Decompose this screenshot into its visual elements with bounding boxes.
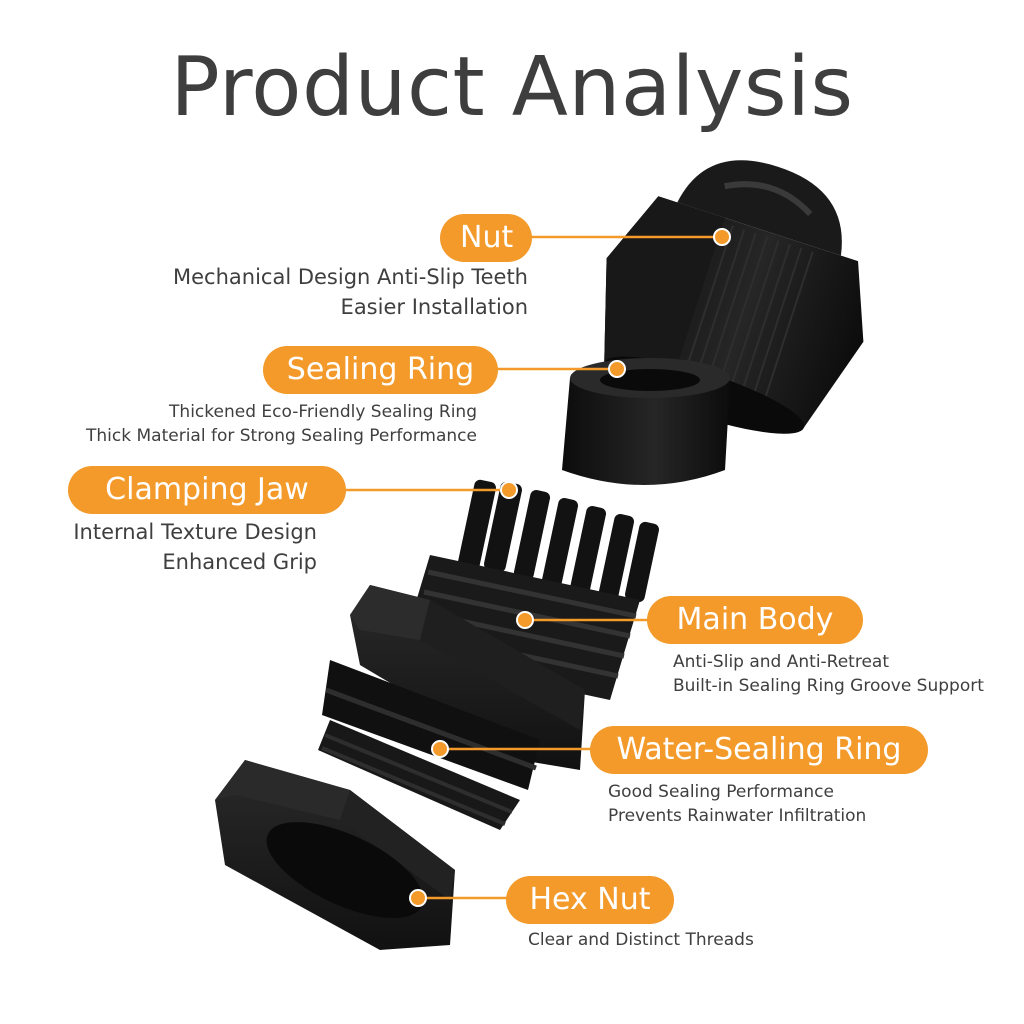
sealing-ring-part <box>562 358 730 485</box>
leader-dots <box>409 228 731 907</box>
main-body-part <box>350 555 640 770</box>
water-sealing-ring-description: Good Sealing Performance Prevents Rainwa… <box>608 780 938 828</box>
sealing-ring-description: Thickened Eco-Friendly Sealing Ring Thic… <box>40 400 477 448</box>
main-body-label: Main Body <box>647 596 863 644</box>
nut-description: Mechanical Design Anti-Slip Teeth Easier… <box>120 262 528 322</box>
sealing-ring-desc-line-1: Thickened Eco-Friendly Sealing Ring <box>169 402 477 422</box>
nut-desc-line-2: Easier Installation <box>340 295 528 319</box>
clamping-jaw-desc-line-2: Enhanced Grip <box>162 550 317 574</box>
sealing-ring-desc-line-2: Thick Material for Strong Sealing Perfor… <box>86 426 477 446</box>
water-sealing-ring-desc-line-1: Good Sealing Performance <box>608 782 834 802</box>
hex-nut-label: Hex Nut <box>506 876 674 924</box>
main-body-description: Anti-Slip and Anti-Retreat Built-in Seal… <box>673 650 1003 698</box>
main-body-desc-line-1: Anti-Slip and Anti-Retreat <box>673 652 890 672</box>
water-sealing-ring-desc-line-2: Prevents Rainwater Infiltration <box>608 806 867 826</box>
clamping-jaw-desc-line-1: Internal Texture Design <box>73 520 317 544</box>
clamping-jaw-label: Clamping Jaw <box>68 466 346 514</box>
clamping-jaw-part <box>458 479 659 604</box>
water-sealing-ring-part <box>318 660 540 830</box>
page-title: Product Analysis <box>170 40 854 135</box>
nut-desc-line-1: Mechanical Design Anti-Slip Teeth <box>173 265 528 289</box>
hex-nut-desc-line-1: Clear and Distinct Threads <box>528 930 754 950</box>
main-body-desc-line-2: Built-in Sealing Ring Groove Support <box>673 676 984 696</box>
leader-lines <box>345 235 722 900</box>
nut-label: Nut <box>440 214 532 262</box>
water-sealing-ring-label: Water-Sealing Ring <box>590 726 928 774</box>
clamping-jaw-description: Internal Texture Design Enhanced Grip <box>30 517 317 577</box>
hex-nut-part <box>215 760 455 950</box>
sealing-ring-label: Sealing Ring <box>263 346 498 394</box>
hex-nut-description: Clear and Distinct Threads <box>528 928 828 952</box>
